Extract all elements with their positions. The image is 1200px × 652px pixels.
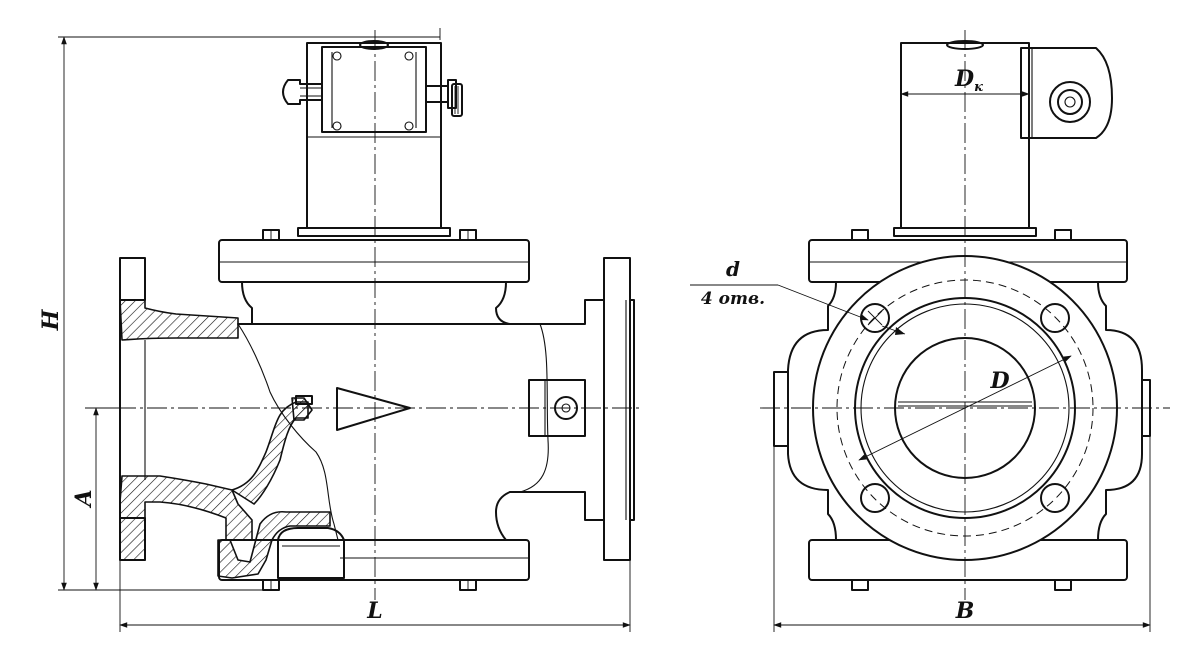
front-view xyxy=(85,28,640,600)
dimension-d-label: d xyxy=(726,257,740,281)
front-outlet-flange xyxy=(603,257,635,561)
dimension-holes-label: 4 отв. xyxy=(701,289,765,309)
side-bolt-holes xyxy=(860,303,1070,513)
front-cover-bolts-top xyxy=(262,229,477,241)
front-bottom-chamber xyxy=(217,510,331,579)
dimension-Dk-subscript: к xyxy=(974,80,983,95)
dimension-D-label: D xyxy=(989,368,1009,394)
front-manual-knob xyxy=(425,79,463,117)
dimension-B-label: B xyxy=(955,598,975,624)
front-cable-gland xyxy=(282,79,323,105)
front-coil-housing xyxy=(306,42,442,229)
front-junction-box xyxy=(321,40,427,133)
dimension-H-label: H xyxy=(38,308,64,331)
dimension-A-label: A xyxy=(71,489,97,508)
side-dimensions: Dк D d 4 отв. B xyxy=(690,66,1151,632)
front-top-cover xyxy=(218,239,530,283)
dimension-L-label: L xyxy=(366,598,382,624)
front-inlet-flange-section xyxy=(119,257,253,561)
dimension-D-line xyxy=(858,355,1072,461)
side-view xyxy=(760,30,1170,600)
front-cover-bolts-bottom xyxy=(262,579,477,591)
front-flow-arrow xyxy=(336,387,411,431)
dimension-Dk-label: Dк xyxy=(954,66,983,95)
dimension-d-leader xyxy=(777,284,869,321)
front-dimensions: H A L xyxy=(38,36,631,632)
side-terminal-box xyxy=(1020,47,1113,139)
